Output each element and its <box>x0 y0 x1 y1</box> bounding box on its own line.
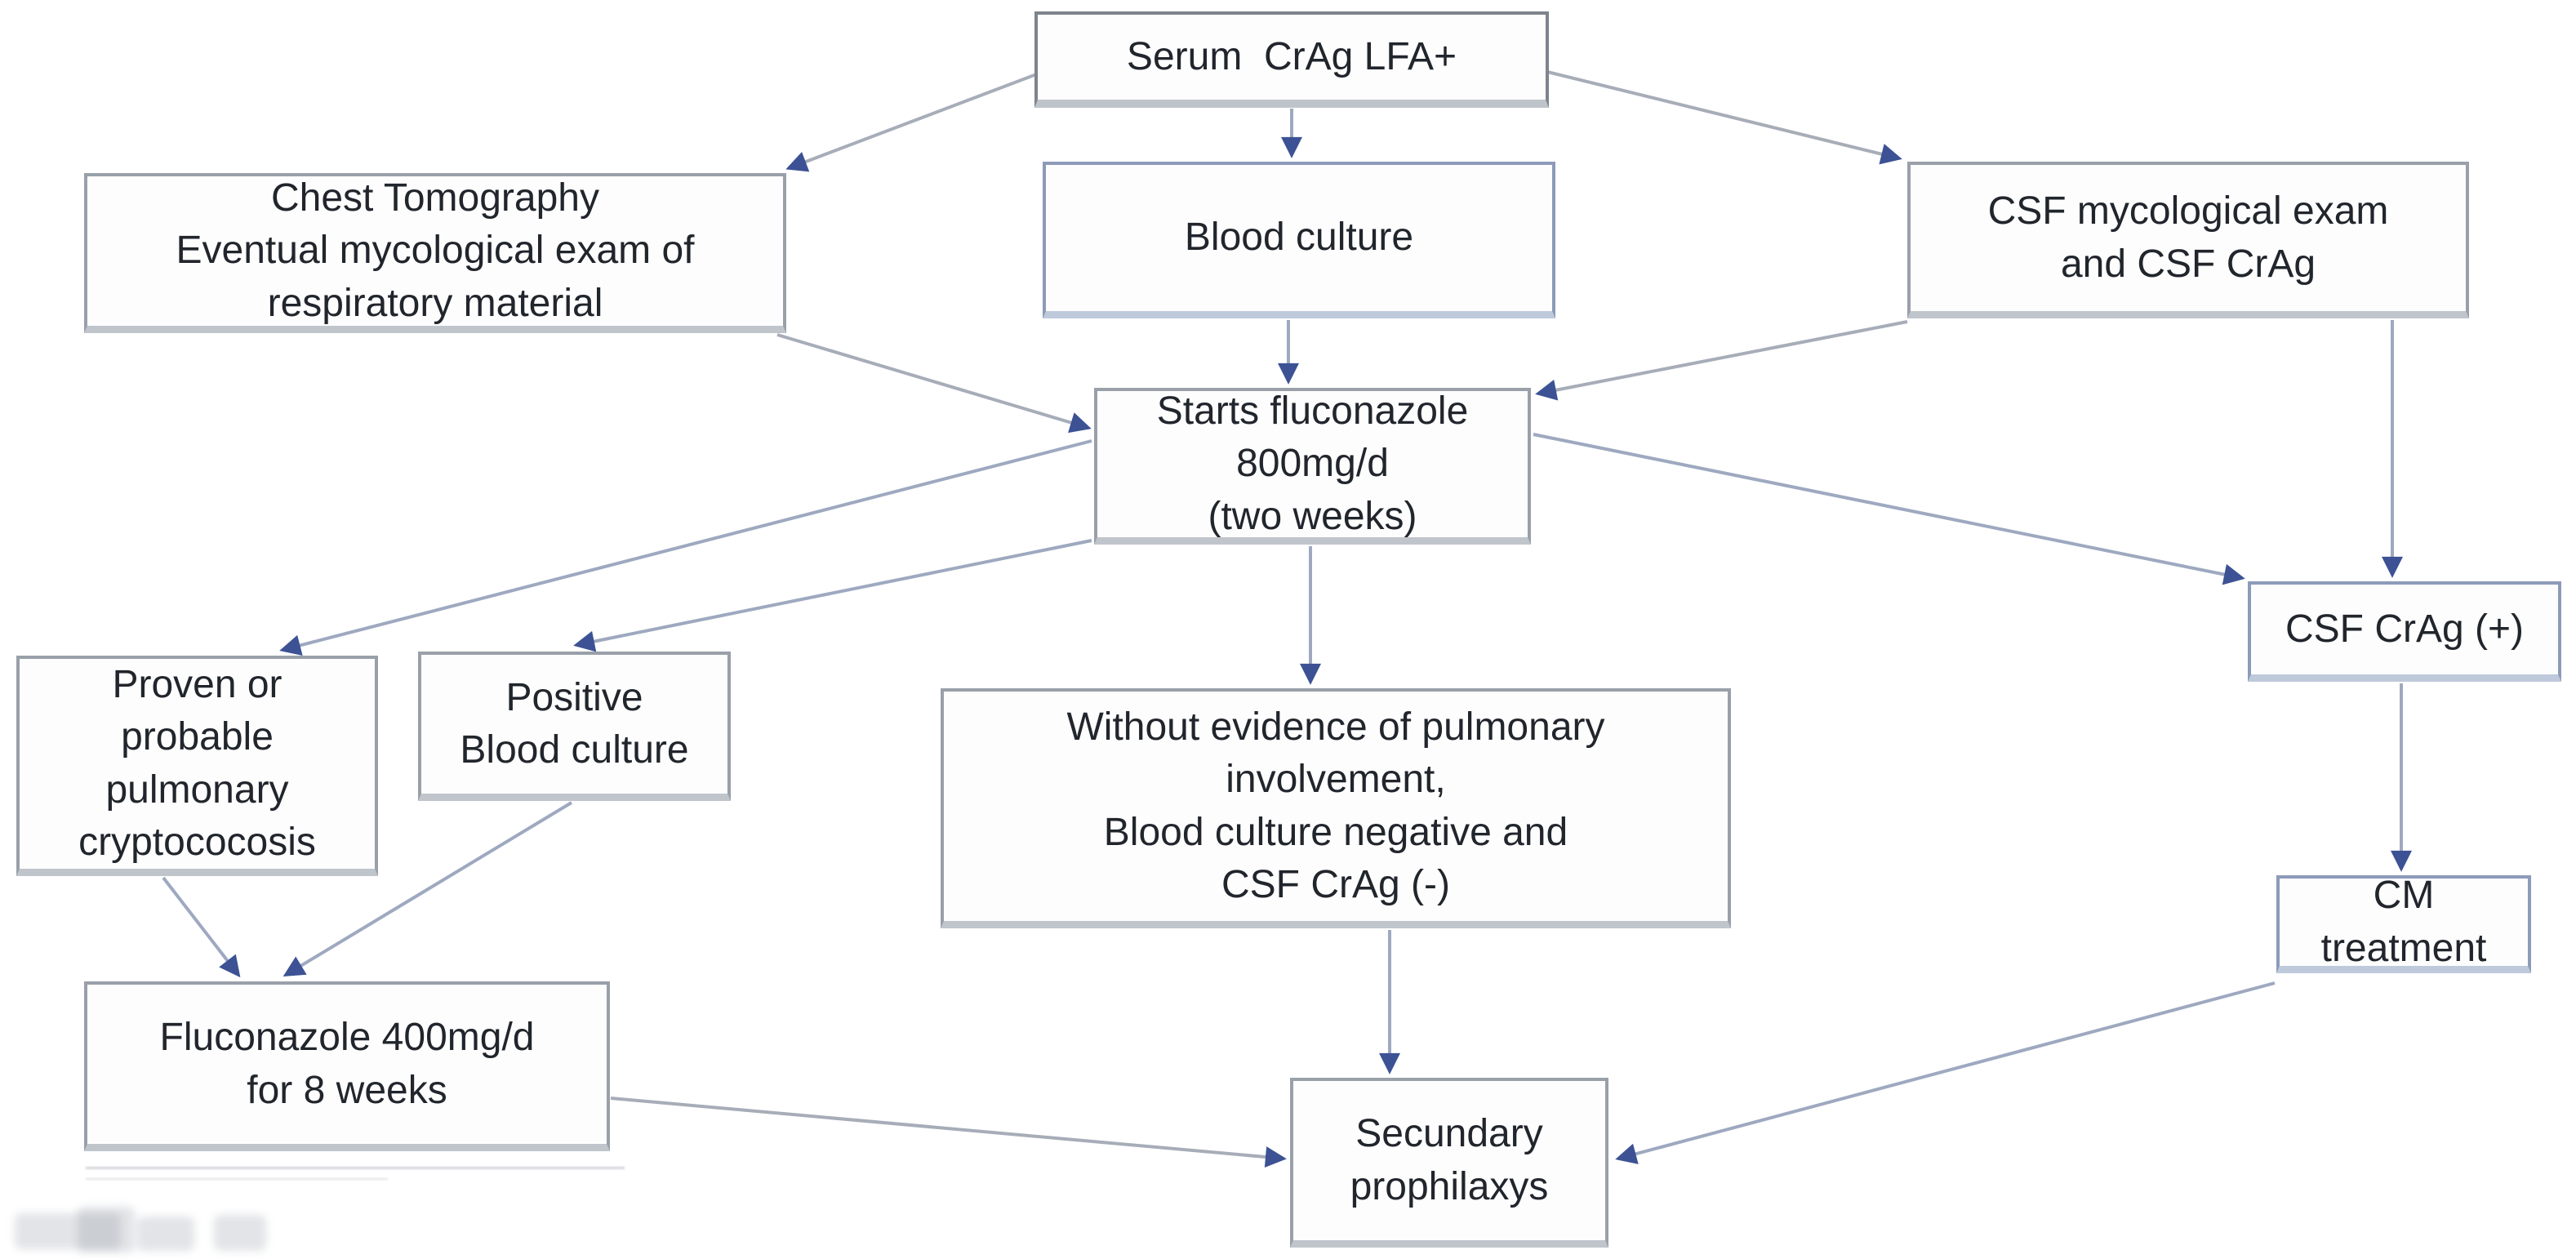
connector-serum-to-csf-exam <box>1546 70 1902 165</box>
node-csf-mycological-exam: CSF mycological exam and CSF CrAg <box>1907 162 2469 318</box>
connector-chest-to-starts <box>776 333 1092 434</box>
node-cm-treatment: CM treatment <box>2276 874 2531 973</box>
node-csf-crag-positive: CSF CrAg (+) <box>2248 581 2561 682</box>
node-secondary-prophylaxis: Secundary prophilaxys <box>1290 1078 1608 1248</box>
connector-starts-to-csf-crag <box>1533 433 2245 585</box>
node-fluconazole-400: Fluconazole 400mg/d for 8 weeks <box>84 981 610 1151</box>
connector-serum-to-chest <box>785 72 1039 172</box>
connector-csf-exam-to-starts <box>1535 320 1908 401</box>
connector-cm-to-secondary <box>1615 981 2276 1164</box>
connector-starts-to-positive <box>573 539 1092 652</box>
connector-starts-to-proven <box>279 439 1092 656</box>
node-starts-fluconazole-800: Starts fluconazole 800mg/d (two weeks) <box>1094 388 1531 545</box>
connector-proven-to-fluco400 <box>162 876 241 978</box>
node-blood-culture: Blood culture <box>1043 162 1555 318</box>
node-without-pulmonary-evidence: Without evidence of pulmonary involvemen… <box>941 688 1731 928</box>
node-proven-probable-pulmonary: Proven or probable pulmonary cryptococos… <box>16 656 378 876</box>
node-chest-tomography: Chest Tomography Eventual mycological ex… <box>84 173 786 333</box>
connector-fluco400-to-secondary <box>610 1097 1287 1168</box>
connector-positive-to-fluco400 <box>283 801 573 977</box>
node-serum-crag-lfa-positive: Serum CrAg LFA+ <box>1034 11 1549 108</box>
node-positive-blood-culture: Positive Blood culture <box>418 652 731 801</box>
